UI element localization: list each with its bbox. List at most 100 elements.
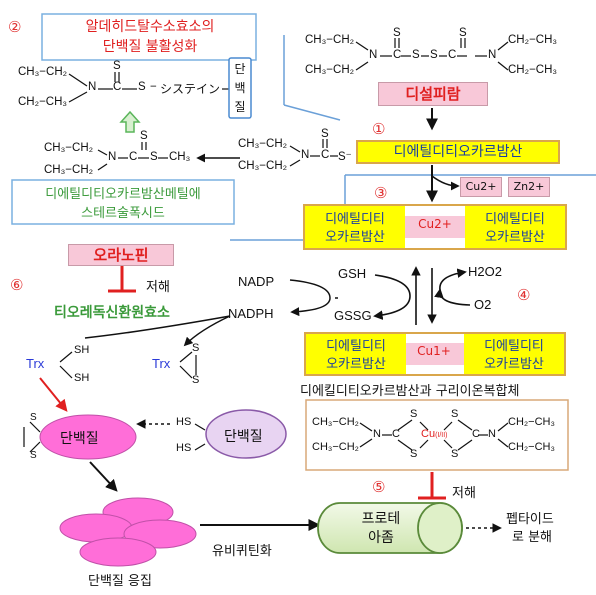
- dsf-ethyl-tr: CH₂−CH₃: [508, 34, 558, 46]
- pink-protein-s-top: S: [30, 412, 37, 423]
- cys-ethyl-bottom: CH₂−CH₃: [18, 96, 68, 108]
- anion-ethyl-top: CH₃−CH₂: [238, 138, 288, 150]
- cysteine-label: システイン: [160, 82, 221, 96]
- peptide-line2: 로 분해: [512, 530, 553, 545]
- anion-ethyl-bottom: CH₃−CH₂: [238, 160, 288, 172]
- dsf-s-left-dbl: S: [393, 27, 401, 39]
- disulfiram-bonds: [355, 38, 509, 71]
- cx-c-left: C: [392, 428, 400, 440]
- step3-number: ③: [374, 184, 388, 202]
- step4-right-line1: 디에틸디티: [484, 339, 544, 354]
- pink-protein-ellipse: [39, 414, 137, 460]
- dtc-anion-bonds: [289, 139, 338, 167]
- purple-protein-hs-bottom: HS: [176, 442, 192, 454]
- protein-to-aggregation-arrow: [89, 461, 118, 492]
- cx-s-tl: S: [410, 408, 418, 420]
- anion-s-minus: S⁻: [338, 151, 352, 163]
- step1-number: ①: [372, 120, 386, 138]
- step4-left-line2: 오카르밤산: [326, 357, 386, 372]
- ester-label-line2: 스테르술폭시드: [81, 206, 165, 221]
- purple-protein-sh-bonds: [194, 423, 206, 451]
- trx-left-bonds: [59, 351, 73, 379]
- thioredoxin-reductase-label: 티오레독신환원효소: [54, 305, 170, 321]
- anion-s-dbl: S: [321, 128, 329, 140]
- o2-label: O2: [474, 297, 492, 312]
- trx-left-sh-bottom: SH: [74, 372, 90, 384]
- step2-title-frame: [41, 13, 257, 61]
- gsh-gssg-cycle: [373, 266, 471, 325]
- cys-ethyl-top: CH₃−CH₂: [18, 66, 68, 78]
- auranofin-inhibition: [108, 264, 136, 293]
- cys-dash: −: [150, 81, 157, 93]
- nadp-cycle-arrows: [289, 279, 338, 317]
- cysteine-protein-box: [228, 57, 252, 119]
- dsf-ethyl-bl: CH₃−CH₂: [305, 64, 355, 76]
- trx-right-s-bottom: S: [192, 374, 200, 386]
- dsf-ethyl-tl: CH₃−CH₂: [305, 34, 355, 46]
- trx-left-sh-top: SH: [74, 344, 90, 356]
- cx-ethyl-br: CH₂−CH₃: [508, 441, 555, 453]
- cys-s: S: [138, 81, 146, 93]
- complex-bonds: [359, 419, 509, 451]
- dsf-c-left: C: [393, 49, 402, 61]
- step4-left-line1: 디에틸디티: [326, 339, 386, 354]
- ester-label-line1: 디에틸디티오카르밤산메틸에: [45, 187, 201, 202]
- cys-c: C: [113, 81, 122, 93]
- gssg-label: GSSG: [334, 308, 372, 323]
- cx-s-tr: S: [451, 408, 459, 420]
- cys-n: N: [88, 81, 97, 93]
- complex-inhibition: [418, 472, 446, 500]
- cx-ethyl-tl: CH₃−CH₂: [312, 416, 359, 428]
- complex-inhibit-label: 저해: [452, 486, 476, 501]
- cysteine-protein-label: 단백질: [234, 62, 246, 114]
- dsf-s-right: S: [430, 49, 438, 61]
- dsf-ethyl-br: CH₂−CH₃: [508, 64, 558, 76]
- proteasome-cylinder: [317, 502, 463, 554]
- methyl-ester-frame: [11, 179, 235, 225]
- anion-c: C: [321, 149, 330, 161]
- proteasome-line1: 프로테: [361, 511, 401, 527]
- pink-protein-s-bottom: S: [30, 450, 37, 461]
- dsf-c-right: C: [448, 49, 457, 61]
- dsf-n-left: N: [369, 49, 378, 61]
- auranofin-label: 오라노핀: [68, 244, 174, 266]
- cx-s-bl: S: [410, 448, 418, 460]
- pink-protein-label: 단백질: [60, 431, 99, 447]
- peptide-line1: 펩타이드: [506, 512, 554, 527]
- ester-s-dbl: S: [140, 130, 148, 142]
- trx-to-protein-red-arrow: [39, 377, 68, 412]
- purple-protein-hs-top: HS: [176, 416, 192, 428]
- methyl-ester-bonds: [97, 142, 168, 171]
- cx-cu: Cu(I/II): [421, 428, 448, 440]
- disulfiram-label: 디설피람: [378, 82, 488, 106]
- trx-right-s-top: S: [192, 342, 200, 354]
- step2-number: ②: [8, 18, 22, 36]
- step3-center-cu2: Cu2+: [418, 217, 452, 231]
- dsf-s-right-dbl: S: [459, 27, 467, 39]
- cx-c-right: C: [472, 428, 480, 440]
- green-up-arrow: [119, 110, 141, 133]
- proteasome-line2: 아좀: [368, 530, 394, 546]
- cx-n-right: N: [488, 428, 496, 440]
- step4-complex-box: [304, 332, 566, 376]
- step1-to-step3-arrow: [426, 165, 460, 203]
- purple-protein-label: 단백질: [224, 429, 263, 445]
- cys-s-double: S: [113, 60, 121, 72]
- step3-right-line1: 디에틸디티: [485, 212, 545, 227]
- ester-ethyl-top: CH₃−CH₂: [44, 142, 94, 154]
- ester-c: C: [129, 151, 138, 163]
- step6-number: ⑥: [10, 276, 24, 294]
- step3-left-line1: 디에틸디티: [325, 212, 385, 227]
- cx-ethyl-tr: CH₂−CH₃: [508, 416, 555, 428]
- metal-zn2: Zn2+: [508, 177, 550, 197]
- trx-reductase-arc: [84, 315, 231, 347]
- dsf-s-left: S: [412, 49, 420, 61]
- cysteine-bonds: [68, 72, 236, 103]
- step3-right-line2: 오카르밤산: [485, 230, 545, 245]
- trx-right-bonds: [179, 351, 197, 379]
- ester-ethyl-bottom: CH₃−CH₂: [44, 164, 94, 176]
- ubiquitination-label: 유비퀴틴화: [212, 544, 272, 559]
- complex-label: 디에킬디티오카르밤산과 구리이온복합체: [300, 384, 520, 399]
- aggregated-protein-ellipses: [59, 497, 197, 567]
- trx-right-label: Trx: [152, 356, 171, 371]
